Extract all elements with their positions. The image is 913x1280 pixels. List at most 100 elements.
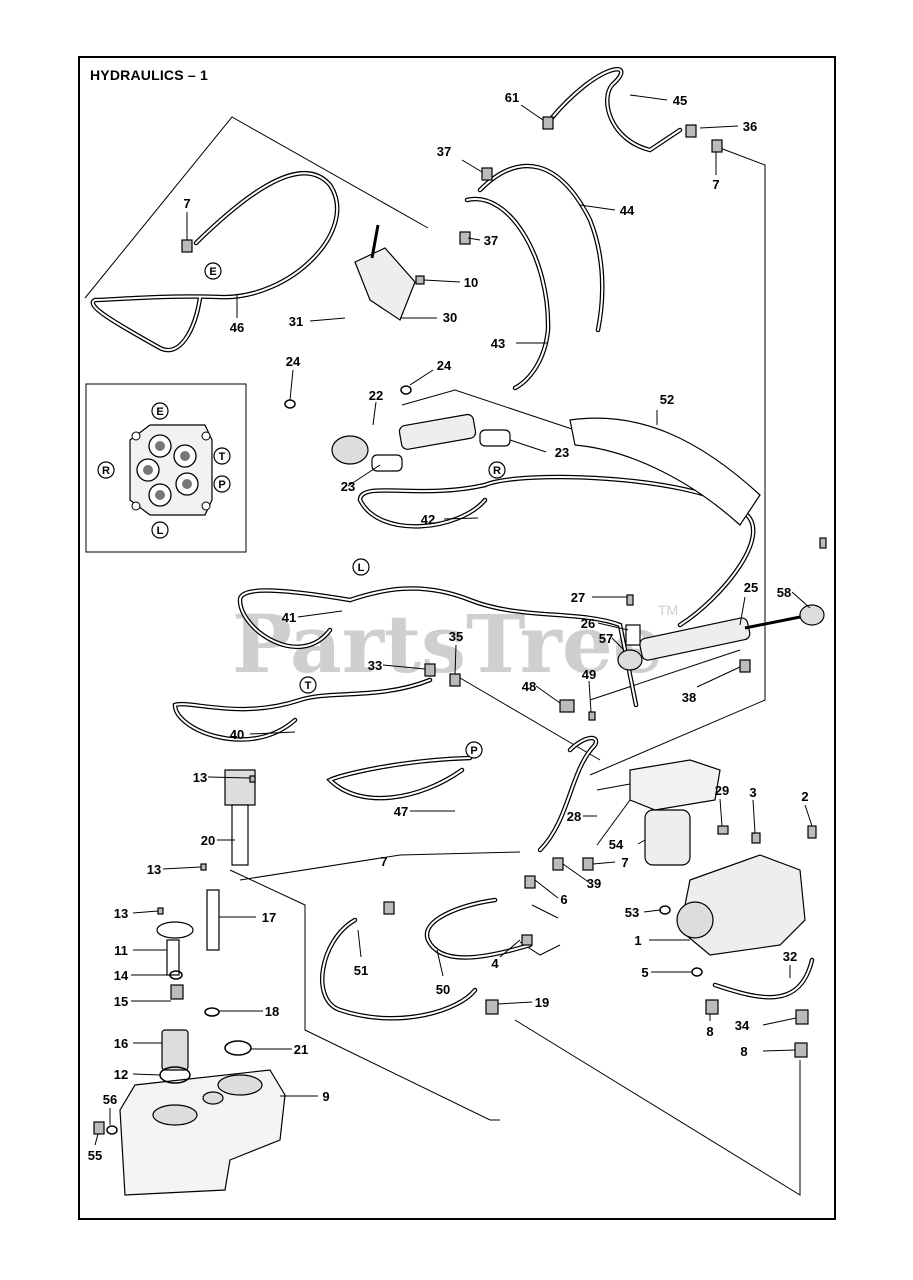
callout-number: 32 — [783, 949, 797, 964]
callout-number: 53 — [625, 905, 639, 920]
callout-number: 7 — [621, 855, 628, 870]
watermark-tm: TM — [658, 602, 678, 618]
callout-number: 44 — [620, 203, 635, 218]
fitting-6 — [524, 875, 536, 889]
callout-number: 6 — [560, 892, 567, 907]
callout-number: 42 — [421, 512, 435, 527]
callout-number: 21 — [294, 1042, 308, 1057]
callout-number: 17 — [262, 910, 276, 925]
callout-number: 18 — [265, 1004, 279, 1019]
callout-number: 14 — [114, 968, 129, 983]
port-p-label-inset: P — [218, 479, 225, 491]
port-t-circle-inset — [213, 447, 231, 465]
fitting-8-right — [794, 1042, 808, 1058]
leader-lines — [94, 94, 813, 1146]
callout-number: 52 — [660, 392, 674, 407]
callout-number: 54 — [609, 837, 624, 852]
callout-number: 7 — [712, 177, 719, 192]
callout-number: 47 — [394, 804, 408, 819]
callout-number: 12 — [114, 1067, 128, 1082]
port-layout-inset — [85, 383, 247, 553]
callout-number: 7 — [183, 196, 190, 211]
screw-49 — [588, 711, 596, 721]
callout-number: 20 — [201, 833, 215, 848]
bolt-27 — [626, 594, 634, 606]
callout-number: 23 — [555, 445, 569, 460]
plug-55 — [93, 1121, 105, 1135]
fitting-35 — [449, 673, 461, 687]
callout-number: 37 — [484, 233, 498, 248]
valve-block — [629, 759, 721, 811]
diagram-title: HYDRAULICS – 1 — [90, 67, 208, 83]
port-l-label-hose: L — [358, 562, 365, 574]
port-e-circle-hose — [204, 262, 222, 280]
callout-number: 1 — [634, 933, 641, 948]
callout-number: 23 — [341, 479, 355, 494]
screw-13-b — [200, 863, 207, 871]
parts — [93, 116, 827, 1196]
callout-number: 19 — [535, 995, 549, 1010]
callout-number: 9 — [322, 1089, 329, 1104]
callout-number: 38 — [682, 690, 696, 705]
callout-numbers: 7 46 37 61 45 36 7 44 37 10 30 31 43 24 … — [88, 90, 809, 1163]
callout-number: 13 — [114, 906, 128, 921]
o-ring-18 — [204, 1007, 220, 1017]
diagram-frame — [78, 56, 836, 1220]
valve-lever — [370, 224, 380, 259]
cylinder-cap-left — [371, 454, 403, 472]
fitting-7-lower — [383, 901, 395, 915]
callout-number: 34 — [735, 1018, 750, 1033]
fitting-34 — [795, 1009, 809, 1025]
callout-number: 36 — [743, 119, 757, 134]
bolt-29 — [717, 825, 729, 835]
port-p-circle-inset — [213, 475, 231, 493]
callout-number: 58 — [777, 585, 791, 600]
callout-number: 31 — [289, 314, 303, 329]
fitting-37-a — [481, 167, 493, 181]
nut-38 — [739, 659, 751, 673]
bolt-58 — [819, 537, 827, 549]
port-l-circle-inset — [151, 521, 169, 539]
tank-port-center — [202, 1091, 224, 1105]
cylinder-cap-right — [479, 429, 511, 447]
port-r-circle-hose — [488, 461, 506, 479]
callout-number: 37 — [437, 144, 451, 159]
callout-number: 55 — [88, 1148, 102, 1163]
fitting-7-mid-a — [552, 857, 564, 871]
callout-number: 33 — [368, 658, 382, 673]
fitting-7-right — [711, 139, 723, 153]
callout-number: 2 — [801, 789, 808, 804]
fitting-19 — [485, 999, 499, 1015]
callout-number: 45 — [673, 93, 687, 108]
assembly-lines — [84, 116, 801, 1196]
callout-number: 15 — [114, 994, 128, 1009]
callout-number: 41 — [282, 610, 296, 625]
callout-number: 8 — [706, 1024, 713, 1039]
filter-canister — [644, 809, 691, 866]
hoses-fill — [92, 68, 813, 1020]
callout-number: 13 — [193, 770, 207, 785]
callout-number: 39 — [587, 876, 601, 891]
callout-number: 11 — [114, 943, 128, 958]
port-e-label-hose: E — [209, 266, 216, 278]
port-t-label-inset: T — [219, 451, 226, 463]
cylinder-rod — [744, 613, 811, 630]
port-callouts: E E T P R L R L T P — [97, 262, 506, 759]
callout-number: 16 — [114, 1036, 128, 1051]
port-t-circle-hose — [299, 676, 317, 694]
hydraulic-tank — [119, 1069, 286, 1196]
callout-number: 27 — [571, 590, 585, 605]
callout-number: 48 — [522, 679, 536, 694]
fitting-61 — [542, 116, 554, 130]
cylinder-mount — [617, 649, 643, 671]
callout-number: 51 — [354, 963, 368, 978]
port-r-label-hose: R — [493, 465, 501, 477]
fitting-7-top — [181, 239, 193, 253]
callout-number: 24 — [286, 354, 301, 369]
screw-13-a — [249, 775, 256, 783]
fitting-7-mid-b — [582, 857, 594, 871]
mount-pin — [625, 624, 641, 646]
callout-number: 46 — [230, 320, 244, 335]
screw-13-c — [157, 907, 164, 915]
fitting-36 — [685, 124, 697, 138]
